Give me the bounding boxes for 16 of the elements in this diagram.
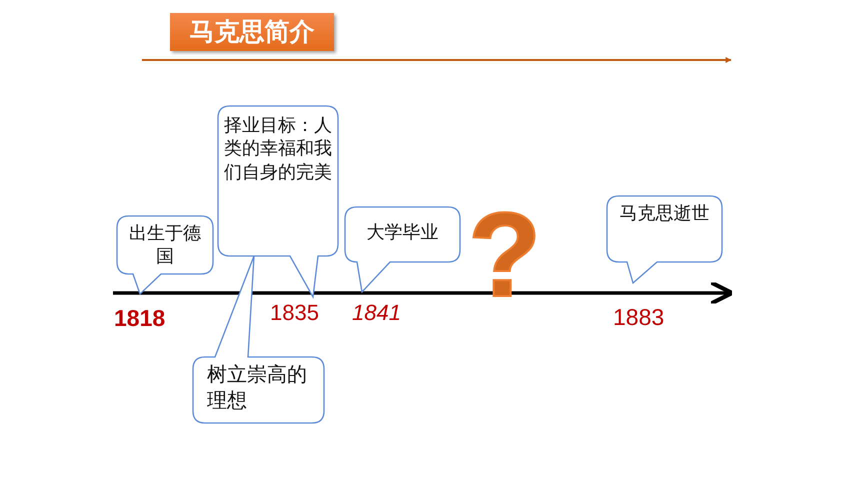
speech-bubble: [117, 216, 213, 295]
title-banner: 马克思简介: [170, 13, 334, 51]
bubble-text: 大学毕业: [366, 221, 440, 244]
bubble-text: 出生于德国: [128, 222, 202, 269]
bubble-text: 择业目标：人类的幸福和我们自身的完美: [224, 114, 332, 184]
speech-bubble: [218, 106, 338, 298]
speech-bubble: [193, 255, 324, 423]
year-label: 1841: [352, 302, 401, 324]
speech-bubble: [345, 207, 460, 293]
year-label: 1883: [613, 306, 664, 329]
question-mark: ?: [468, 195, 542, 315]
year-label: 1835: [270, 302, 319, 324]
bubble-text: 马克思逝世: [618, 202, 710, 226]
year-label: 1818: [114, 307, 166, 330]
speech-bubble: [607, 196, 722, 284]
bubble-text: 树立崇高的理想: [206, 361, 308, 413]
